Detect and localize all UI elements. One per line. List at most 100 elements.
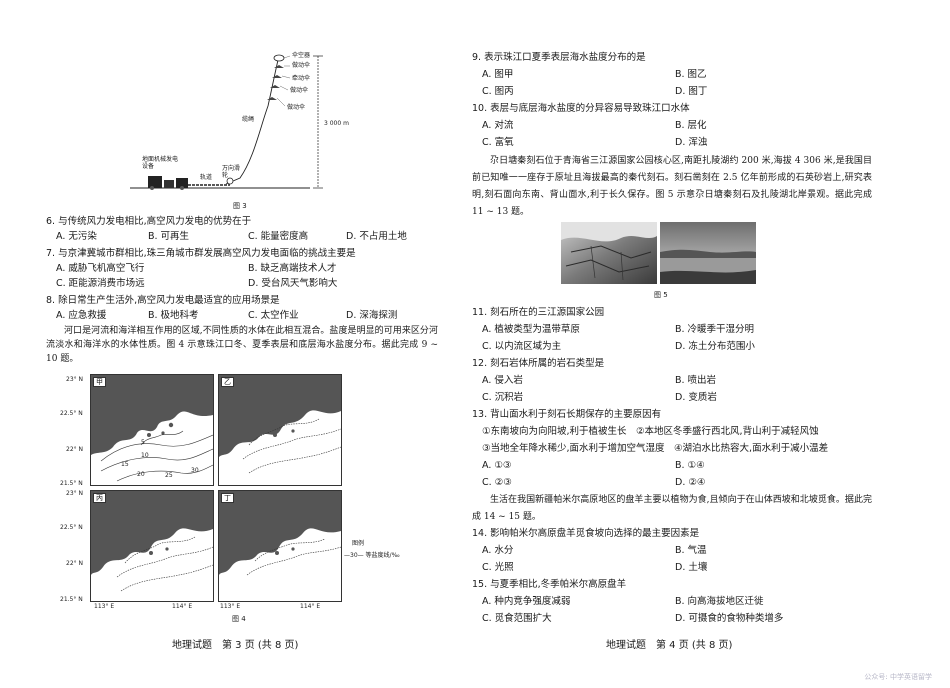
label-kite-3: 做动伞 <box>287 104 306 111</box>
q14-option-d[interactable]: D. 土壤 <box>675 562 708 573</box>
q10-option-b[interactable]: B. 层化 <box>675 120 707 131</box>
passage-estuary: 河口是河流和海洋相互作用的区域,不同性质的水体在此相互混合。盐度是明显的可用来区… <box>46 326 438 364</box>
q12-option-b[interactable]: B. 喷出岩 <box>675 375 717 386</box>
q10-option-c[interactable]: C. 富氧 <box>482 137 514 148</box>
q6-option-a[interactable]: A. 无污染 <box>56 231 97 242</box>
label-height: 3 000 m <box>324 120 349 127</box>
lat-label: 22.5° N <box>60 524 83 531</box>
label-ground-station: 地面机械发电设备 <box>142 156 179 170</box>
q15-option-a[interactable]: A. 种内竞争强度减弱 <box>482 596 571 607</box>
q12-stem: 12. 刻石岩体所属的岩石类型是 <box>472 358 605 369</box>
map-panel-ding: 丁 <box>218 490 342 602</box>
panel-label-ding: 丁 <box>221 493 234 503</box>
map-jia <box>91 375 213 482</box>
q13-option-b[interactable]: B. ①④ <box>675 460 705 471</box>
q6-option-c[interactable]: C. 能量密度高 <box>248 231 309 242</box>
label-kite-2: 做动伞 <box>290 87 309 94</box>
q8-option-a[interactable]: A. 应急救援 <box>56 310 107 321</box>
q13-option-d[interactable]: D. ②④ <box>675 477 706 488</box>
q8-stem: 8. 除日常生产生活外,高空风力发电最适宜的应用场景是 <box>46 295 280 306</box>
watermark: 公众号: 中学英语留学 <box>864 673 932 681</box>
lon-label: 114° E <box>172 603 193 610</box>
q8-option-d[interactable]: D. 深海探测 <box>346 310 398 321</box>
panel-label-jia: 甲 <box>93 377 106 387</box>
q8-option-c[interactable]: C. 太空作业 <box>248 310 299 321</box>
figure-4-caption: 图 4 <box>232 615 246 623</box>
q13-statements-1: ①东南坡向为向阳坡,利于植被生长 ②本地区冬季盛行西北风,背山利于减轻风蚀 <box>482 426 819 437</box>
contour-label: 10 <box>141 452 149 459</box>
lake-photo <box>660 222 756 284</box>
label-kite-1: 做动伞 <box>292 62 311 69</box>
lat-label: 23° N <box>66 376 84 383</box>
map-panel-yi: 乙 <box>218 374 342 486</box>
right-footer: 地理试题 第 4 页 (共 8 页) <box>606 640 733 651</box>
lat-label: 22° N <box>66 560 84 567</box>
label-umbrella: 伞空器 <box>292 52 311 59</box>
q9-stem: 9. 表示珠江口夏季表层海水盐度分布的是 <box>472 52 646 63</box>
q6-stem: 6. 与传统风力发电相比,高空风力发电的优势在于 <box>46 216 252 227</box>
q12-option-d[interactable]: D. 变质岩 <box>675 392 717 403</box>
lat-label: 22.5° N <box>60 410 83 417</box>
q10-option-a[interactable]: A. 对流 <box>482 120 514 131</box>
contour-label: 20 <box>137 471 145 478</box>
q10-option-d[interactable]: D. 浑浊 <box>675 137 708 148</box>
map-yi <box>219 375 341 474</box>
q9-option-a[interactable]: A. 图甲 <box>482 69 514 80</box>
passage-sheep: 生活在我国新疆帕米尔高原地区的盘羊主要以植物为食,且倾向于在山体西坡和北坡觅食。… <box>472 495 872 522</box>
q15-stem: 15. 与夏季相比,冬季帕米尔高原盘羊 <box>472 579 627 590</box>
figure-3: 伞空器 做动伞 牵动伞 做动伞 做动伞 缆绳 3 000 m 地面机械发电设备 … <box>130 48 390 198</box>
map-bing <box>91 491 213 592</box>
q11-option-d[interactable]: D. 冻土分布范围小 <box>675 341 755 352</box>
figure-4: 23° N 22.5° N 22° N 21.5° N 23° N 22.5° … <box>48 372 428 612</box>
q11-option-a[interactable]: A. 植被类型为温带草原 <box>482 324 580 335</box>
legend-item: —30— 等盐度线/‰ <box>344 552 400 559</box>
q9-option-c[interactable]: C. 图丙 <box>482 86 514 97</box>
lat-label: 23° N <box>66 490 84 497</box>
q12-option-a[interactable]: A. 侵入岩 <box>482 375 523 386</box>
contour-label: 25 <box>165 472 173 479</box>
contour-label: 15 <box>121 461 129 468</box>
q13-stem: 13. 背山面水利于刻石长期保存的主要原因有 <box>472 409 662 420</box>
lat-label: 21.5° N <box>60 596 83 603</box>
q7-stem: 7. 与京津冀城市群相比,珠三角城市群发展高空风力发电面临的挑战主要是 <box>46 248 356 259</box>
q7-option-d[interactable]: D. 受台风天气影响大 <box>248 278 338 289</box>
label-cable: 缆绳 <box>242 116 255 123</box>
q9-option-d[interactable]: D. 图丁 <box>675 86 708 97</box>
panel-label-bing: 丙 <box>93 493 106 503</box>
q8-option-b[interactable]: B. 极地科考 <box>148 310 199 321</box>
q7-option-b[interactable]: B. 缺乏高端技术人才 <box>248 263 337 274</box>
q12-option-c[interactable]: C. 沉积岩 <box>482 392 524 403</box>
q9-option-b[interactable]: B. 图乙 <box>675 69 707 80</box>
q14-option-a[interactable]: A. 水分 <box>482 545 514 556</box>
figure-3-diagram <box>130 54 323 190</box>
label-winch: 牵动伞 <box>292 75 311 82</box>
q15-option-c[interactable]: C. 觅食范围扩大 <box>482 613 552 624</box>
q14-option-b[interactable]: B. 气温 <box>675 545 707 556</box>
q15-option-b[interactable]: B. 向高海拔地区迁徙 <box>675 596 764 607</box>
legend-title: 图例 <box>352 540 365 547</box>
q14-option-c[interactable]: C. 光照 <box>482 562 514 573</box>
figure-5-photo-lake <box>660 222 756 284</box>
q13-option-c[interactable]: C. ②③ <box>482 477 512 488</box>
q6-option-b[interactable]: B. 可再生 <box>148 231 190 242</box>
q7-option-a[interactable]: A. 威胁飞机高空飞行 <box>56 263 145 274</box>
q13-option-a[interactable]: A. ①③ <box>482 460 512 471</box>
q11-option-c[interactable]: C. 以内流区域为主 <box>482 341 562 352</box>
q7-option-c[interactable]: C. 距能源消费市场远 <box>56 278 145 289</box>
q15-option-d[interactable]: D. 可摄食的食物种类增多 <box>675 613 784 624</box>
figure-3-caption: 图 3 <box>233 202 247 210</box>
label-rail: 轨道 <box>200 174 213 181</box>
map-panel-bing: 丙 <box>90 490 214 602</box>
q11-option-b[interactable]: B. 冷暖季干湿分明 <box>675 324 755 335</box>
panel-label-yi: 乙 <box>221 377 234 387</box>
q6-option-d[interactable]: D. 不占用土地 <box>346 231 407 242</box>
contour-label: 5 <box>141 439 145 446</box>
lon-label: 113° E <box>220 603 241 610</box>
lat-label: 22° N <box>66 446 84 453</box>
figure-5-photo-rock <box>561 222 657 284</box>
left-footer: 地理试题 第 3 页 (共 8 页) <box>172 640 299 651</box>
rock-photo <box>561 222 657 284</box>
lat-label: 21.5° N <box>60 480 83 487</box>
q11-stem: 11. 刻石所在的三江源国家公园 <box>472 307 605 318</box>
map-panel-jia: 甲 5 10 15 20 25 30 <box>90 374 214 486</box>
